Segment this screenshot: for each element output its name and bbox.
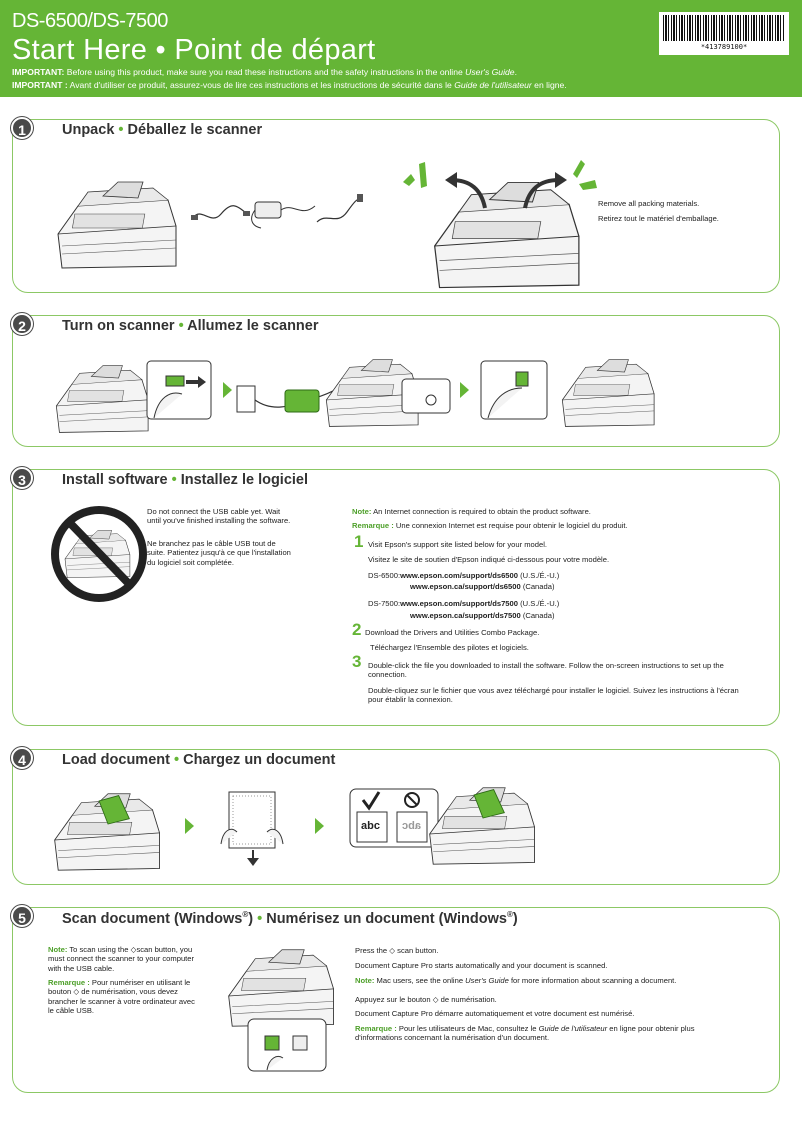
important-notice-en: IMPORTANT: Before using this product, ma…	[12, 67, 517, 77]
substep-3-fr: Double-cliquez sur le fichier que vous a…	[368, 686, 739, 705]
press-scan-fr: Appuyez sur le bouton ◇ de numérisation.	[355, 995, 497, 1004]
power-button-closeup	[480, 360, 548, 420]
next-arrow-icon	[315, 818, 324, 834]
usb-warning-en: Do not connect the USB cable yet. Wait u…	[147, 507, 291, 526]
mac-note-fr: Remarque : Pour les utilisateurs de Mac,…	[355, 1024, 695, 1043]
page-header: DS-6500/DS-7500 Start Here • Point de dé…	[0, 0, 802, 97]
scan-button-icon: ◇	[389, 946, 396, 955]
substep-3-number: 3	[352, 652, 362, 671]
label-face-down: abc	[402, 820, 421, 832]
substep-3-en: Double-click the file you downloaded to …	[368, 661, 724, 680]
barcode-bars	[663, 15, 785, 41]
packing-material-right-icon	[573, 160, 597, 190]
support-link[interactable]: www.epson.com/support/ds6500	[400, 571, 518, 580]
ds6500-us-url: DS-6500:www.epson.com/support/ds6500 (U.…	[368, 571, 560, 580]
substep-1-fr: Visitez le site de soutien d'Epson indiq…	[368, 555, 610, 564]
barcode-number: *413789100*	[700, 43, 748, 51]
step-badge: 2	[11, 313, 33, 335]
ds6500-ca-url: www.epson.ca/support/ds6500 (Canada)	[410, 582, 555, 591]
scanner-illustration	[57, 181, 177, 269]
ds7500-ca-url: www.epson.ca/support/ds7500 (Canada)	[410, 611, 555, 620]
step-1-unpack: 1 Unpack • Déballez le scanner Remove al…	[11, 117, 780, 293]
remove-arrow-right-icon	[523, 172, 567, 209]
step-title: Install software • Installez le logiciel	[62, 472, 309, 488]
dcp-text-fr: Document Capture Pro démarre automatique…	[355, 1009, 635, 1018]
step-2-turn-on: 2 Turn on scanner • Allumez le scanner	[11, 313, 780, 447]
power-cord-illustration	[316, 194, 363, 223]
usb-cable-illustration	[191, 205, 250, 220]
model-name: DS-6500/DS-7500	[12, 10, 168, 32]
scan-button-closeup	[247, 1018, 327, 1072]
step-title: Load document • Chargez un document	[62, 752, 336, 768]
dcp-text-en: Document Capture Pro starts automaticall…	[355, 961, 608, 970]
substep-1-en: Visit Epson's support site listed below …	[368, 540, 548, 549]
unpack-text-fr: Retirez tout le matériel d'emballage.	[598, 214, 719, 223]
label-face-up: abc	[361, 820, 380, 832]
remove-arrow-left-icon	[445, 172, 487, 209]
important-notice-fr: IMPORTANT : Avant d'utiliser ce produit,…	[12, 80, 567, 90]
fan-document-illustration	[220, 791, 284, 866]
next-arrow-icon	[185, 818, 194, 834]
step-badge: 1	[11, 117, 33, 139]
step-5-scan-document: 5 Scan document (Windows®) • Numérisez u…	[11, 905, 780, 1093]
scanner-on-illustration	[561, 359, 655, 427]
press-scan-en: Press the ◇ scan button.	[355, 946, 439, 955]
mac-note-en: Note: Mac users, see the online User's G…	[355, 976, 677, 985]
power-switch-closeup	[146, 360, 212, 420]
usb-scan-note-en: Note: To scan using the ◇scan button, yo…	[48, 945, 195, 973]
barcode: *413789100*	[659, 12, 789, 55]
step-badge: 4	[11, 747, 33, 769]
scanner-load-illustration	[54, 793, 160, 871]
internet-note-en: Note: An Internet connection is required…	[352, 507, 591, 516]
step-title: Scan document (Windows®) • Numérisez un …	[62, 910, 518, 927]
usb-scan-note-fr: Remarque : Pour numériser en utilisant l…	[48, 978, 195, 1016]
usb-warning-fr: Ne branchez pas le câble USB tout de sui…	[147, 539, 291, 567]
next-arrow-icon	[223, 382, 232, 398]
step-badge: 5	[11, 905, 33, 927]
port-closeup	[401, 378, 451, 414]
scan-button-icon: ◇	[432, 995, 439, 1004]
scanner-loaded-illustration	[429, 787, 535, 865]
support-link[interactable]: www.epson.ca/support/ds7500	[410, 611, 521, 620]
scanner-back-illustration	[55, 365, 149, 433]
orientation-guide	[349, 788, 439, 848]
substep-2-en: Download the Drivers and Utilities Combo…	[365, 628, 540, 637]
substep-2-number: 2	[352, 620, 362, 639]
support-link[interactable]: www.epson.ca/support/ds6500	[410, 582, 521, 591]
scanner-scan-illustration	[228, 949, 334, 1027]
step-4-load-document: 4 Load document • Chargez un document ab…	[11, 747, 780, 885]
internet-note-fr: Remarque : Une connexion Internet est re…	[352, 521, 628, 530]
step-badge: 3	[11, 467, 33, 489]
next-arrow-icon	[460, 382, 469, 398]
step-3-install-software: 3 Install software • Installez le logici…	[11, 467, 780, 726]
packing-material-left-icon	[403, 162, 427, 188]
scan-button-icon: ◇	[130, 945, 137, 954]
power-adapter-illustration	[251, 201, 316, 229]
scan-button-icon: ◇	[73, 987, 80, 997]
no-usb-icon	[51, 506, 147, 602]
power-outlet-connection	[236, 377, 354, 413]
ds7500-us-url: DS-7500:www.epson.com/support/ds7500 (U.…	[368, 599, 560, 608]
step-title: Turn on scanner • Allumez le scanner	[62, 318, 319, 334]
substep-2-fr: Téléchargez l'Ensemble des pilotes et lo…	[370, 643, 529, 652]
substep-1-number: 1	[354, 532, 364, 551]
step-title: Unpack • Déballez le scanner	[62, 122, 263, 138]
page-title: Start Here • Point de départ	[12, 34, 376, 66]
support-link[interactable]: www.epson.com/support/ds7500	[400, 599, 518, 608]
unpack-text-en: Remove all packing materials.	[598, 199, 700, 208]
